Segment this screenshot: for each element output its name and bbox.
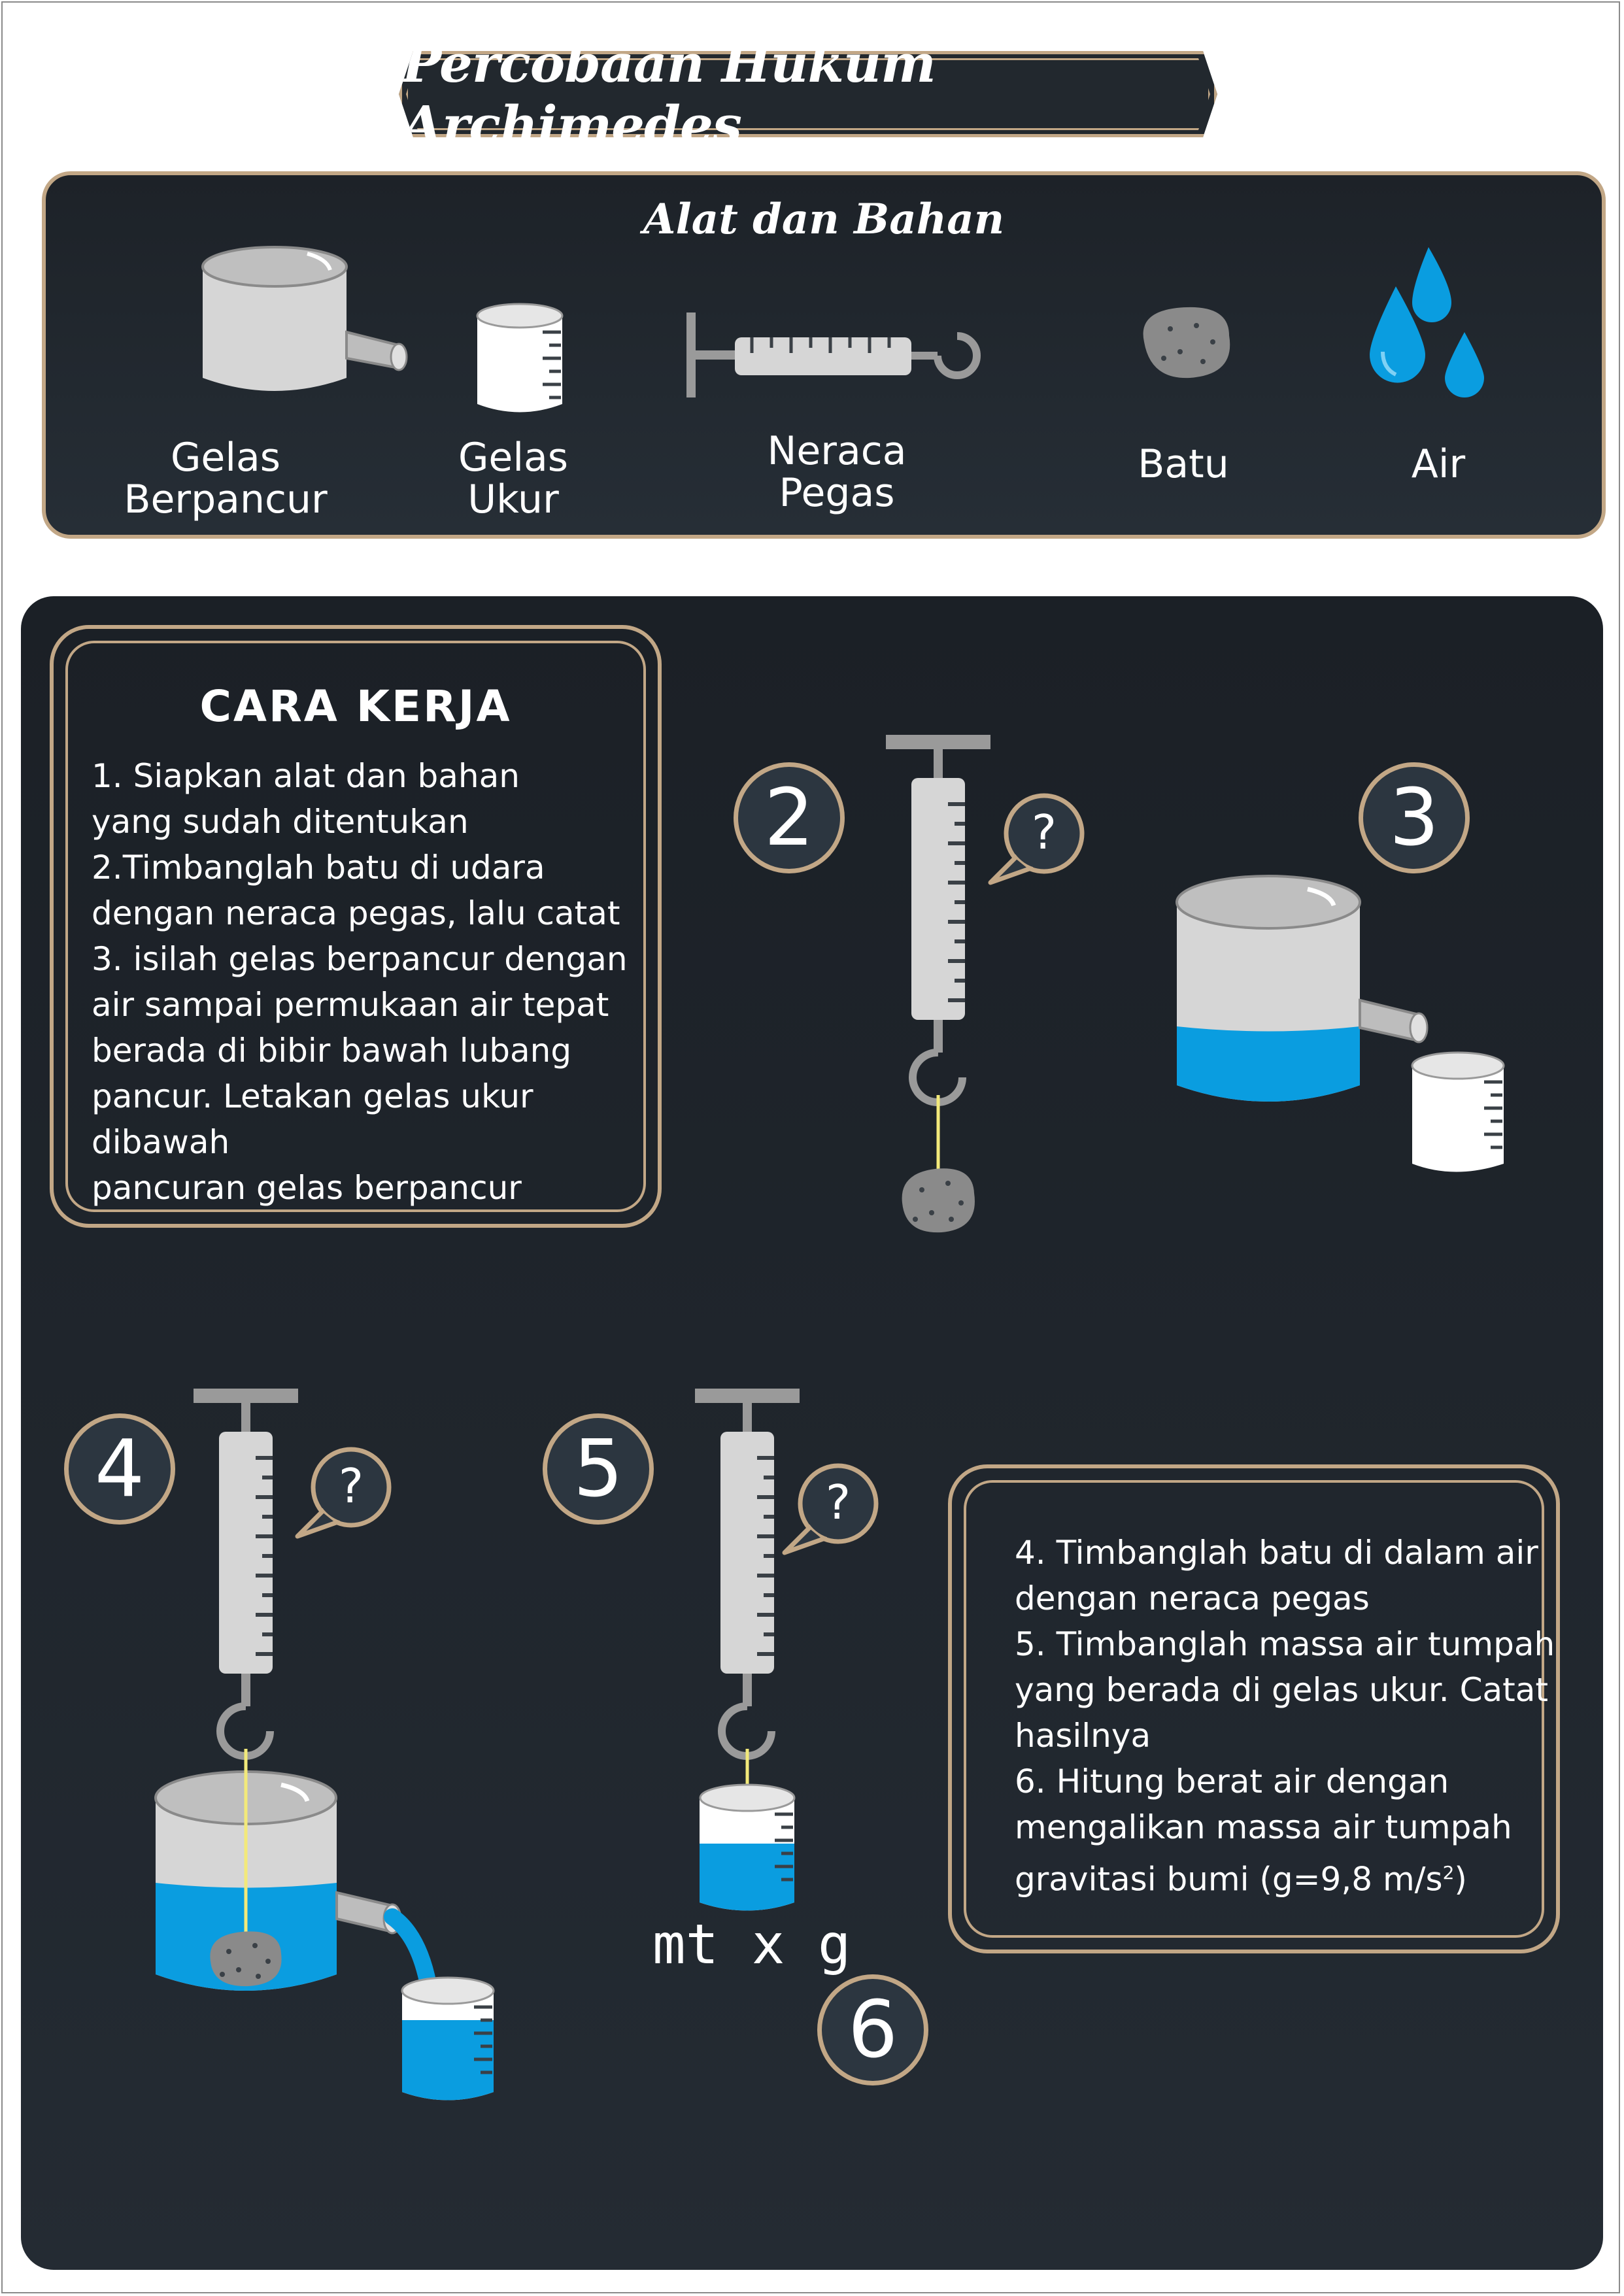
speech-bubble-step-2: ? — [988, 793, 1085, 885]
overflow-beaker-step-3-icon — [1176, 875, 1505, 1172]
procedure-box-1: CARA KERJA 1. Siapkan alat dan bahan yan… — [50, 625, 662, 1228]
closing-paren: ) — [1454, 1860, 1467, 1899]
tool-label-stone: Batu — [1138, 441, 1229, 487]
procedure-line: 4. Timbanglah batu di dalam air — [1015, 1534, 1538, 1572]
procedure-line: dengan neraca pegas, lalu catat — [92, 894, 620, 932]
overflow-beaker-step-4-icon — [154, 1389, 495, 2101]
gravity-text: gravitasi bumi (g=9,8 m/s — [1015, 1860, 1443, 1899]
procedure-line: air sampai permukaan air tepat — [92, 986, 609, 1024]
tool-label-spring-scale: Neraca Pegas — [767, 428, 907, 516]
tool-label-overflow-beaker: Gelas Berpancur — [124, 435, 328, 522]
speech-bubble-step-5: ? — [782, 1463, 879, 1555]
procedure-box-1-inner-border — [65, 641, 646, 1212]
procedure-line: yang berada di gelas ukur. Catat — [1015, 1671, 1548, 1709]
procedure-line: yang sudah ditentukan — [92, 803, 469, 841]
title-banner-inner-border — [406, 58, 1210, 130]
procedure-line: pancuran gelas berpancur — [92, 1169, 522, 1207]
procedure-steps-1-3: 1. Siapkan alat dan bahan yang sudah dit… — [92, 753, 658, 1211]
step-badge-6: 6 — [817, 1974, 928, 2085]
procedure-line: 1. Siapkan alat dan bahan — [92, 757, 520, 795]
tool-label-measuring-cup: Gelas Ukur — [458, 435, 569, 522]
title-banner: Percobaan Hukum Archimedes — [399, 51, 1217, 137]
step-badge-4: 4 — [64, 1413, 175, 1525]
water-drops-icon — [1370, 247, 1484, 397]
procedure-panel — [21, 596, 1603, 2270]
superscript: 2 — [1442, 1862, 1455, 1883]
question-mark: ? — [826, 1475, 851, 1530]
procedure-box-2: 4. Timbanglah batu di dalam air dengan n… — [948, 1464, 1560, 1953]
procedure-steps-4-6: 4. Timbanglah batu di dalam air dengan n… — [1015, 1530, 1555, 1902]
procedure-line-gravity: gravitasi bumi (g=9,8 m/s2) — [1015, 1850, 1555, 1902]
procedure-line: hasilnya — [1015, 1717, 1151, 1755]
question-mark: ? — [1032, 805, 1057, 860]
procedure-line: dengan neraca pegas — [1015, 1579, 1370, 1617]
procedure-box-2-inner-border — [964, 1480, 1544, 1938]
procedure-line: pancur. Letakan gelas ukur dibawah — [92, 1077, 533, 1161]
procedure-line: berada di bibir bawah lubang — [92, 1032, 572, 1070]
step-badge-5: 5 — [543, 1413, 654, 1525]
tools-heading: Alat dan Bahan — [643, 195, 1005, 244]
procedure-line: 6. Hitung berat air dengan — [1015, 1763, 1449, 1800]
speech-bubble-step-4: ? — [295, 1447, 392, 1539]
spring-scale-step-2-icon — [886, 735, 990, 1233]
tool-label-water: Air — [1411, 441, 1466, 487]
stone-icon — [1143, 307, 1230, 379]
page-title: Percobaan Hukum Archimedes — [402, 33, 936, 156]
procedure-line: 5. Timbanglah massa air tumpah — [1015, 1625, 1555, 1663]
tools-panel: Alat dan Bahan — [42, 171, 1606, 539]
formula-text: mt x g — [652, 1912, 851, 1976]
procedure-heading: CARA KERJA — [199, 681, 512, 732]
procedure-line: 2.Timbanglah batu di udara — [92, 849, 545, 886]
overflow-beaker-icon — [201, 246, 408, 391]
question-mark: ? — [339, 1459, 364, 1513]
step-badge-3: 3 — [1359, 762, 1470, 873]
procedure-line: mengalikan massa air tumpah — [1015, 1808, 1512, 1846]
spring-scale-step-5-icon — [695, 1389, 800, 1911]
measuring-cup-icon — [476, 303, 564, 413]
step-badge-2: 2 — [734, 762, 845, 873]
spring-scale-icon — [686, 312, 981, 397]
procedure-line: 3. isilah gelas berpancur dengan — [92, 940, 628, 978]
